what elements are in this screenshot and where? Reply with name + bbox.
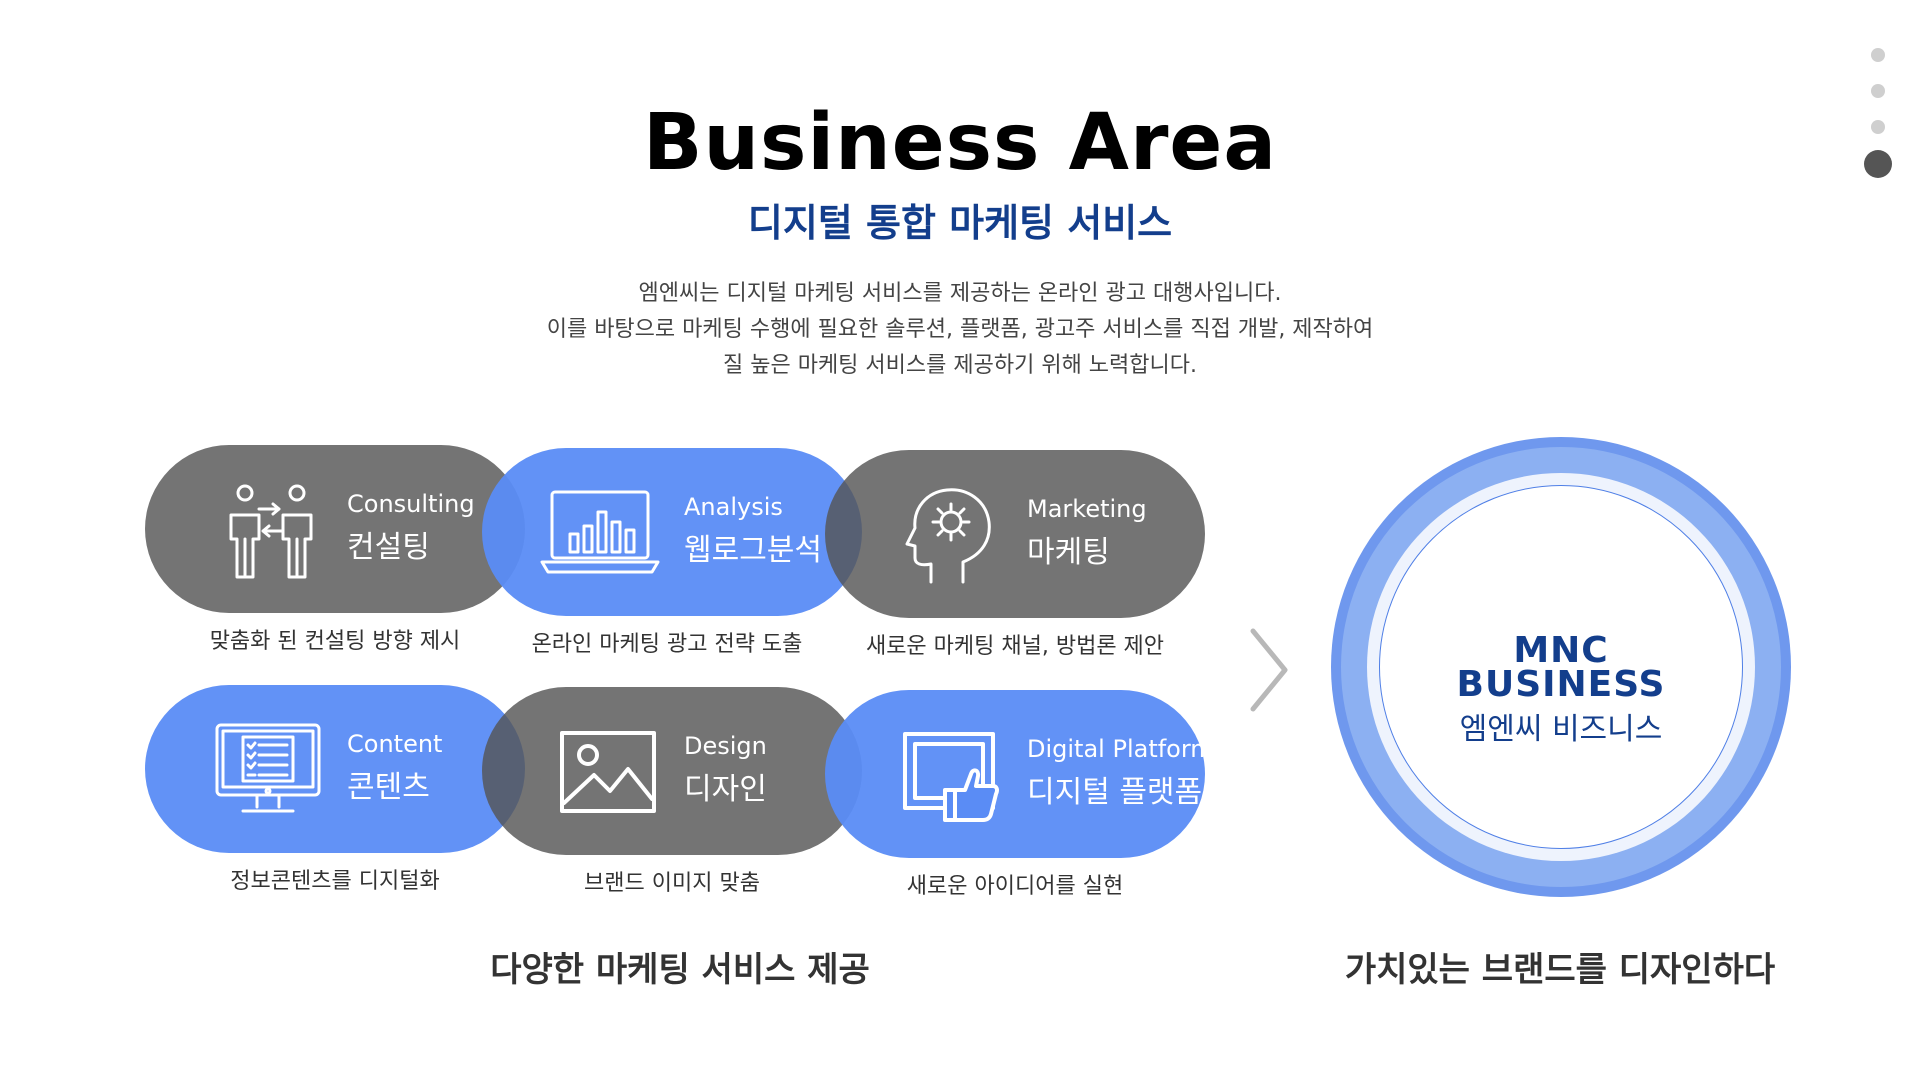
service-en-label: Content [347,730,443,758]
page-subtitle: 디지털 통합 마케팅 서비스 [747,201,1173,245]
brand-name-line1: MNC [1513,630,1609,671]
monitor-checklist-icon [213,719,323,819]
brand-name-line2: BUSINESS [1456,664,1666,705]
service-ko-label: 컨설팅 [347,530,430,565]
service-digital-platform[interactable]: Digital Platform 디지털 플랫폼 새로운 아이디어를 실현 [825,690,1214,899]
service-ko-label: 웹로그분석 [684,533,822,568]
service-en-label: Design [684,732,767,760]
service-ko-label: 마케팅 [1027,535,1110,570]
service-description: 정보콘텐츠를 디지털화 [230,869,440,894]
service-en-label: Marketing [1027,495,1147,523]
intro-text: 엠엔씨는 디지털 마케팅 서비스를 제공하는 온라인 광고 대행사입니다. 이를… [0,276,1920,384]
brand-name-korean: 엠엔씨 비즈니스 [1459,712,1663,747]
screen-thumbs-up-icon [901,724,1001,824]
page-dot-1[interactable] [1871,48,1885,62]
page-dot-4-active[interactable] [1864,150,1892,178]
page-title: Business Area [643,98,1277,188]
services-caption: 다양한 마케팅 서비스 제공 [490,950,870,990]
service-description: 새로운 아이디어를 실현 [906,874,1124,899]
brand-caption: 가치있는 브랜드를 디자인하다 [1344,950,1776,990]
service-analysis[interactable]: Analysis 웹로그분석 온라인 마케팅 광고 전략 도출 [482,448,862,657]
service-en-label: Consulting [347,490,475,518]
service-description: 온라인 마케팅 광고 전략 도출 [531,632,803,657]
service-ko-label: 디지털 플랫폼 [1027,775,1203,810]
service-content[interactable]: Content 콘텐츠 정보콘텐츠를 디지털화 [145,685,525,894]
chevron-right-icon[interactable] [1245,625,1291,715]
consulting-people-icon [221,479,321,579]
page-dot-2[interactable] [1871,84,1885,98]
service-en-label: Analysis [684,493,783,521]
brand-inner-circle [1379,485,1743,849]
service-en-label: Digital Platform [1027,735,1214,763]
intro-line: 엠엔씨는 디지털 마케팅 서비스를 제공하는 온라인 광고 대행사입니다. [638,281,1282,306]
intro-line: 이를 바탕으로 마케팅 수행에 필요한 솔루션, 플랫폼, 광고주 서비스를 직… [546,317,1374,342]
head-gear-icon [901,484,1001,584]
service-ko-label: 콘텐츠 [347,770,430,805]
brand-circle: MNC BUSINESS 엠엔씨 비즈니스 [1331,437,1791,897]
page-navigation [1858,48,1898,188]
image-icon [558,721,658,821]
intro-line: 질 높은 마케팅 서비스를 제공하기 위해 노력합니다. [723,353,1197,378]
service-description: 맞춤화 된 컨설팅 방향 제시 [209,629,461,654]
service-marketing[interactable]: Marketing 마케팅 새로운 마케팅 채널, 방법론 제안 [825,450,1205,659]
laptop-chart-icon [540,482,660,582]
service-ko-label: 디자인 [684,772,767,807]
page-dot-3[interactable] [1871,120,1885,134]
service-design[interactable]: Design 디자인 브랜드 이미지 맞춤 [482,687,862,896]
service-description: 브랜드 이미지 맞춤 [584,871,760,896]
service-description: 새로운 마케팅 채널, 방법론 제안 [865,634,1165,659]
service-consulting[interactable]: Consulting 컨설팅 맞춤화 된 컨설팅 방향 제시 [145,445,525,654]
